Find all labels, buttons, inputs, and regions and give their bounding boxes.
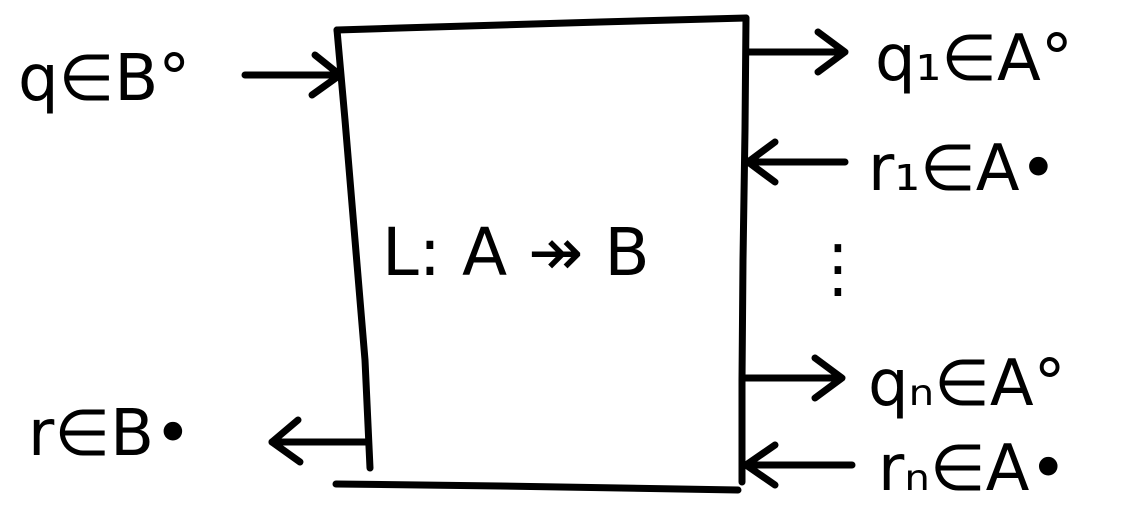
box-top-edge bbox=[333, 14, 750, 34]
lens-box bbox=[332, 14, 750, 494]
box-bottom-edge bbox=[332, 480, 742, 494]
box-left-edge bbox=[333, 26, 374, 472]
left-output-arrow bbox=[268, 416, 370, 466]
right-input-label-1: r₁∈A• bbox=[868, 132, 1057, 206]
left-output-label: r∈B• bbox=[28, 397, 192, 471]
right-input-arrow-1 bbox=[744, 138, 849, 186]
right-output-label-n: qₙ∈A° bbox=[868, 347, 1066, 421]
right-input-arrow-1-head bbox=[744, 138, 779, 186]
right-output-arrow-n bbox=[741, 354, 846, 402]
right-input-arrow-n-head bbox=[742, 441, 779, 489]
left-input-arrow bbox=[241, 51, 344, 99]
box-right-edge bbox=[738, 14, 750, 486]
right-output-label-1: q₁∈A° bbox=[875, 22, 1073, 96]
right-output-arrow-1-head bbox=[814, 28, 849, 76]
right-input-label-n: rₙ∈A• bbox=[878, 432, 1067, 506]
left-input-arrow-head bbox=[308, 51, 344, 99]
box-label: L: A ↠ B bbox=[382, 214, 650, 291]
left-input-label: q∈B° bbox=[18, 42, 190, 116]
vertical-ellipsis: ⋮ bbox=[806, 232, 870, 306]
right-input-arrow-n bbox=[742, 441, 856, 489]
left-output-arrow-head bbox=[268, 416, 304, 466]
right-output-arrow-1 bbox=[744, 28, 849, 76]
right-output-arrow-n-head bbox=[811, 354, 846, 402]
